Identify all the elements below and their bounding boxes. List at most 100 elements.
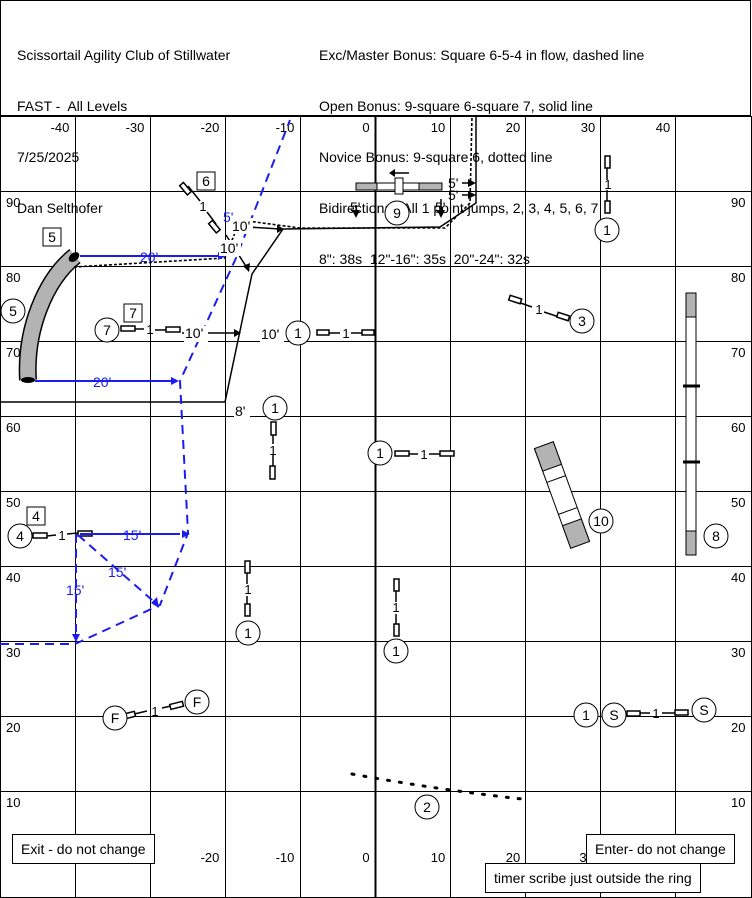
right-label: 40 <box>731 570 745 585</box>
distance-label: 10' <box>220 240 238 256</box>
header-right: Exc/Master Bonus: Square 6-5-4 in flow, … <box>319 13 644 302</box>
distance-label: 10' <box>261 326 279 342</box>
right-label: 80 <box>731 270 745 285</box>
distance-label: 5' <box>448 187 458 203</box>
right-label: 60 <box>731 420 745 435</box>
svg-text:1: 1 <box>603 222 611 238</box>
svg-text:F: F <box>111 710 120 726</box>
circle-marker: 1 <box>573 702 599 728</box>
bottom-label: 3 <box>579 850 586 865</box>
svg-text:9: 9 <box>393 205 401 221</box>
course-times: 8": 38s 12"-16": 35s 20"-24": 32s <box>319 251 530 267</box>
distance-label: 20' <box>140 249 158 265</box>
jump-point: 1 <box>146 322 153 337</box>
svg-text:4: 4 <box>16 528 24 544</box>
svg-text:7: 7 <box>103 322 111 338</box>
exit-label: Exit - do not change <box>12 834 155 864</box>
jump-point: 1 <box>58 528 65 543</box>
top-label: 0 <box>362 120 369 135</box>
jump-point: 1 <box>392 600 399 615</box>
circle-marker: 1 <box>383 638 409 664</box>
svg-text:S: S <box>699 702 708 718</box>
right-label: 20 <box>731 720 745 735</box>
circle-marker: 1 <box>594 217 620 243</box>
circle-marker: 8 <box>703 523 729 549</box>
bottom-label: 20 <box>506 850 520 865</box>
circle-marker: 2 <box>414 794 440 820</box>
left-label: 60 <box>6 420 20 435</box>
top-label: 20 <box>506 120 520 135</box>
svg-text:3: 3 <box>578 313 586 329</box>
bottom-label: 0 <box>362 850 369 865</box>
top-label: -10 <box>276 120 295 135</box>
jump-point: 1 <box>269 443 276 458</box>
circle-marker: S <box>601 702 627 728</box>
axis-labels: -40 -30 -20 -10 0 10 20 30 40 -20 -10 0 … <box>6 120 745 865</box>
right-label: 50 <box>731 495 745 510</box>
left-label: 40 <box>6 570 20 585</box>
circle-marker: 10 <box>588 508 614 534</box>
judge-name: Dan Selthofer <box>17 200 103 216</box>
svg-text:1: 1 <box>582 707 590 723</box>
circle-marker: F <box>102 705 128 731</box>
jumps <box>32 155 689 721</box>
distance-label: 20' <box>93 374 111 390</box>
square-markers: 6 5 7 4 <box>26 171 216 526</box>
distance-label: 15' <box>66 582 84 598</box>
top-label: 10 <box>431 120 445 135</box>
circle-marker: 1 <box>285 320 311 346</box>
club-name: Scissortail Agility Club of Stillwater <box>17 47 231 63</box>
left-label: 30 <box>6 645 20 660</box>
left-label: 80 <box>6 270 20 285</box>
timer-scribe-label: timer scribe just outside the ring <box>485 863 701 893</box>
exc-master-bonus: Exc/Master Bonus: Square 6-5-4 in flow, … <box>319 47 645 63</box>
left-label: 10 <box>6 795 20 810</box>
left-label: 70 <box>6 345 20 360</box>
svg-text:8: 8 <box>712 528 720 544</box>
tunnel-5-end <box>21 377 35 383</box>
tunnel-5 <box>20 250 80 381</box>
square-marker: 5 <box>42 227 62 247</box>
circle-marker: 1 <box>235 620 261 646</box>
tunnel-8 <box>685 292 697 556</box>
distance-label: 10' <box>185 325 203 341</box>
distance-label: 15' <box>123 527 141 543</box>
left-label: 50 <box>6 495 20 510</box>
svg-text:1: 1 <box>294 325 302 341</box>
bottom-label: -20 <box>201 850 220 865</box>
date: 7/25/2025 <box>17 149 80 165</box>
svg-text:10: 10 <box>593 513 609 529</box>
blue-arrowheads <box>72 252 226 642</box>
jump-point: 1 <box>604 177 611 192</box>
right-label: 90 <box>731 195 745 210</box>
black-distances: 10' 10' 10' 10' 8' 5' 5' 5' 5' <box>184 175 458 419</box>
left-label: 20 <box>6 720 20 735</box>
tunnel-8-end <box>685 292 697 318</box>
svg-text:6: 6 <box>202 173 210 189</box>
circle-marker: 9 <box>384 200 410 226</box>
header-left: Scissortail Agility Club of Stillwater F… <box>17 13 230 251</box>
jump-point: 1 <box>535 302 542 317</box>
svg-text:1: 1 <box>392 643 400 659</box>
circle-marker: 5 <box>0 298 26 324</box>
distance-label: 10' <box>232 218 250 234</box>
right-label: 30 <box>731 645 745 660</box>
svg-text:2: 2 <box>423 799 431 815</box>
svg-text:5: 5 <box>9 303 17 319</box>
svg-text:7: 7 <box>129 305 137 321</box>
svg-text:1: 1 <box>376 445 384 461</box>
circle-marker: S <box>691 697 717 723</box>
bidirectional-note: Bidirectional: All 1 point jumps, 2, 3, … <box>319 200 599 216</box>
svg-text:F: F <box>193 694 202 710</box>
tunnel-5-end <box>68 252 80 262</box>
svg-text:1: 1 <box>271 400 279 416</box>
open-arrowheads <box>234 225 284 337</box>
circle-marker: 7 <box>94 317 120 343</box>
grid-horizontal <box>0 191 752 792</box>
open-bonus: Open Bonus: 9-square 6-square 7, solid l… <box>319 98 593 114</box>
square-marker: 4 <box>26 506 46 526</box>
circle-marker: 1 <box>367 440 393 466</box>
tunnel-8-end <box>685 530 697 556</box>
class-name: FAST - All Levels <box>17 98 128 114</box>
